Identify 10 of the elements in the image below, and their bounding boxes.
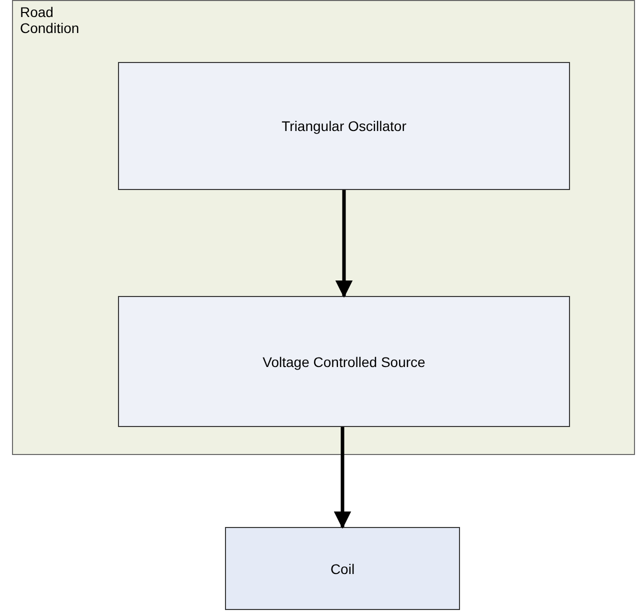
process-box (225, 527, 460, 610)
arrow (334, 427, 352, 529)
process-box (118, 296, 570, 427)
group-box (12, 0, 635, 455)
box-label: Coil (330, 560, 355, 576)
box-label: Voltage Controlled Source (262, 354, 426, 370)
process-box (118, 62, 570, 190)
group-title: Road Condition (20, 4, 80, 36)
box-label: Triangular Oscillator (282, 118, 406, 134)
arrow (335, 190, 353, 298)
